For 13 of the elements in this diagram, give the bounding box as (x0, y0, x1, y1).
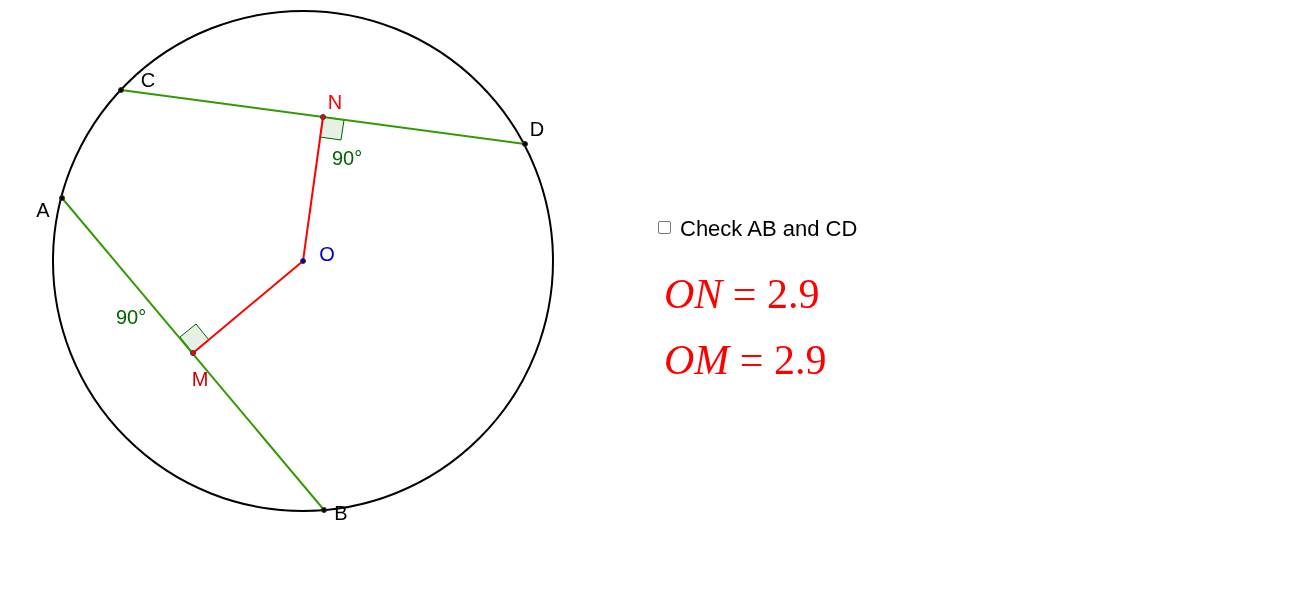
line-segment (192, 260, 304, 354)
checkbox-label: Check AB and CD (680, 216, 858, 242)
point-label: D (529, 118, 545, 140)
formula: ON = 2.9 (664, 270, 820, 318)
angle-label: 90° (332, 147, 363, 170)
point-label: C (140, 69, 156, 91)
point-label: M (191, 368, 209, 390)
line-segment (61, 197, 325, 511)
point-label: N (327, 91, 343, 113)
point-label: A (36, 199, 50, 221)
formula: OM = 2.9 (664, 336, 827, 384)
point-label: O (319, 243, 335, 265)
angle-label: 90° (116, 306, 147, 329)
